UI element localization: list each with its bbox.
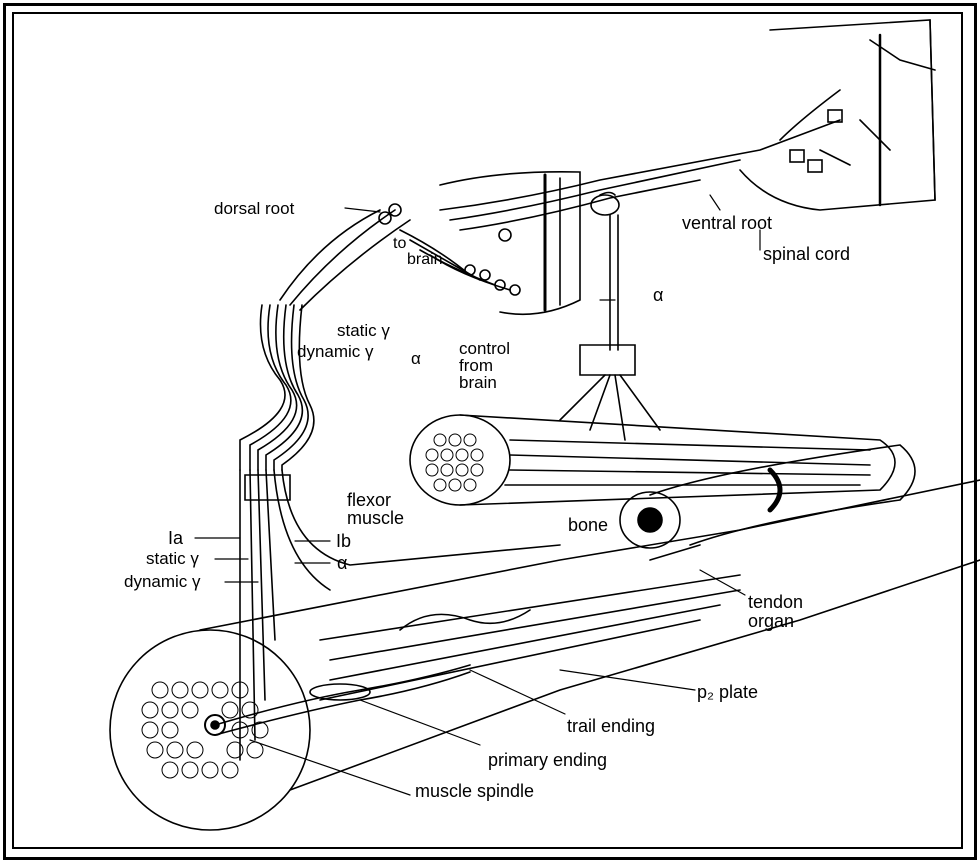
label-to-brain-1: to <box>393 236 406 252</box>
label-dynamic-gamma-top: dynamic γ <box>297 343 374 360</box>
label-alpha-top: α <box>653 286 663 304</box>
label-tendon-2: organ <box>748 612 794 630</box>
label-static-gamma: static γ <box>146 550 199 567</box>
label-spinal-cord: spinal cord <box>763 245 850 263</box>
label-flexor-2: muscle <box>347 509 404 527</box>
leader-lines <box>195 195 760 795</box>
spinal-cord-lower <box>440 172 580 315</box>
label-dorsal-root: dorsal root <box>214 200 294 217</box>
label-p2-plate: p₂ plate <box>697 683 758 701</box>
label-trail-ending: trail ending <box>567 717 655 735</box>
label-tendon-1: tendon <box>748 593 803 611</box>
label-control-3: brain <box>459 374 497 391</box>
label-alpha-mid: α <box>411 350 421 367</box>
label-to-brain-2: brain <box>407 252 443 268</box>
alpha-line <box>560 215 660 440</box>
spinal-cord-upper <box>740 20 935 210</box>
label-control-1: control <box>459 340 510 357</box>
label-dynamic-gamma: dynamic γ <box>124 573 201 590</box>
label-static-gamma-top: static γ <box>337 322 390 339</box>
label-alpha-low: α <box>337 554 347 572</box>
label-ia: Ia <box>168 529 183 547</box>
label-bone: bone <box>568 516 608 534</box>
muscle-spindle-shape <box>215 545 700 735</box>
label-ib: Ib <box>336 532 351 550</box>
label-primary-ending: primary ending <box>488 751 607 769</box>
label-ventral-root: ventral root <box>682 214 772 232</box>
label-control-2: from <box>459 357 493 374</box>
label-flexor-1: flexor <box>347 491 391 509</box>
label-muscle-spindle: muscle spindle <box>415 782 534 800</box>
bone-shape <box>620 445 915 548</box>
